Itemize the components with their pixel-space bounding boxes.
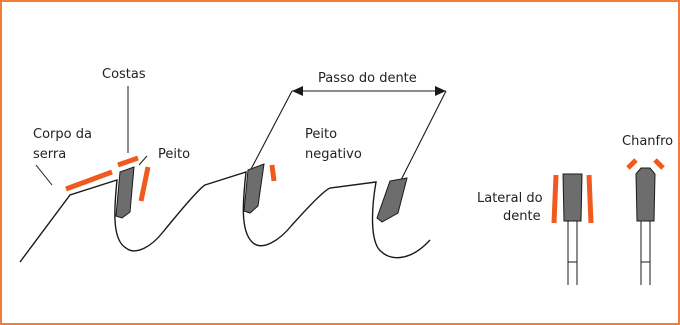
saw-body-highlight [65,169,113,192]
label-corpo-da-serra-line2: serra [33,147,66,162]
carbide-tip-2 [243,163,265,214]
corpo-leader [35,164,53,186]
negative-face-highlight [269,164,277,182]
label-peito: Peito [158,147,190,162]
label-lateral-do-dente-line1: Lateral do [477,191,543,206]
label-chanfro: Chanfro [622,134,673,149]
tooth-pitch-dimension [249,86,447,181]
saw-body-outline [19,171,431,263]
back-highlight [117,155,139,168]
side-view-lateral [551,173,594,285]
label-passo-do-dente: Passo do dente [318,71,417,86]
label-lateral-do-dente-line2: dente [503,209,541,224]
label-corpo-da-serra-line1: Corpo da [33,127,92,142]
carbide-tip-1 [115,166,135,219]
label-peito-negativo-line2: negativo [305,147,362,162]
carbide-tip-3 [376,177,408,223]
label-costas: Costas [102,67,146,82]
side-view-chanfro [626,158,665,285]
label-peito-negativo-line1: Peito [305,127,337,142]
face-highlight [138,166,151,202]
peito-leader [138,155,148,166]
